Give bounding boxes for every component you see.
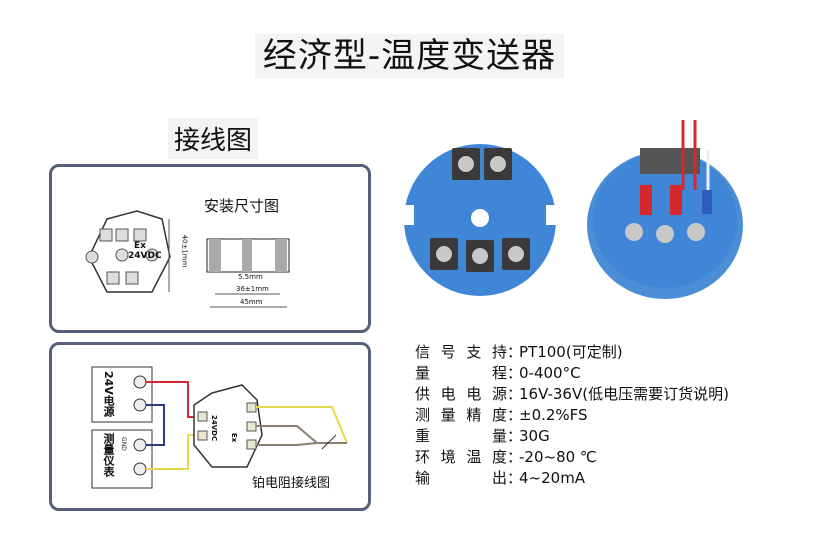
ex-label-2: Ex — [230, 433, 238, 443]
dimension-title: 安装尺寸图 — [204, 197, 280, 215]
spec-key: 环境温度 — [415, 448, 507, 466]
page-title: 经济型-温度变送器 — [0, 28, 819, 78]
spec-value: ±0.2%FS — [519, 406, 588, 424]
spec-accuracy: 测量精度：±0.2%FS — [415, 405, 729, 426]
colon: ： — [507, 385, 523, 403]
spec-value: 4~20mA — [519, 469, 586, 487]
spec-list: 信号支持：PT100(可定制) 量 程：0-400°C 供电电源：16V-36V… — [415, 342, 729, 489]
spec-weight: 重 量：30G — [415, 426, 729, 447]
wiring-panel: 24V电源 测量仪表 GND 24VDC Ex 铂电阻接线图 — [49, 342, 371, 511]
module-label-2: 24VDC — [210, 415, 218, 442]
spec-value: 30G — [519, 427, 550, 445]
title-text: 经济型-温度变送器 — [254, 34, 565, 78]
spec-value: 0-400°C — [519, 364, 581, 382]
spec-value: 16V-36V(低电压需要订货说明) — [519, 385, 729, 403]
dim-45: 45mm — [240, 298, 263, 306]
spec-range: 量 程：0-400°C — [415, 363, 729, 384]
spec-ambient-temp: 环境温度：-20~80 ℃ — [415, 447, 729, 468]
spec-output: 输 出：4~20mA — [415, 468, 729, 489]
meter-label: 测量仪表 — [102, 433, 115, 477]
colon: ： — [507, 364, 523, 382]
transmitter-photo-2 — [587, 120, 743, 299]
colon: ： — [507, 406, 523, 424]
spec-value: PT100(可定制) — [519, 343, 623, 361]
colon: ： — [507, 448, 523, 466]
colon: ： — [507, 343, 523, 361]
ex-label: Ex — [134, 241, 146, 251]
spec-key: 测量精度 — [415, 406, 507, 424]
spec-key: 信号支持 — [415, 343, 507, 361]
wiring-drawing — [91, 366, 348, 489]
dim-36: 36±1mm — [236, 285, 269, 293]
dimension-drawing — [85, 210, 290, 308]
spec-signal: 信号支持：PT100(可定制) — [415, 342, 729, 363]
colon: ： — [507, 469, 523, 487]
spec-key: 供电电源 — [415, 385, 507, 403]
gnd-label: GND — [120, 437, 127, 451]
transmitter-photo-1 — [402, 144, 558, 296]
spec-key: 输 出 — [415, 469, 507, 487]
colon: ： — [507, 427, 523, 445]
spec-key: 量 程 — [415, 364, 507, 382]
dimension-panel: 安装尺寸图 24VDC Ex 5.5mm 36±1mm 45mm 40±1mm — [49, 164, 371, 333]
spec-key: 重 量 — [415, 427, 507, 445]
dim-5-5: 5.5mm — [238, 273, 263, 281]
module-label: 24VDC — [128, 251, 162, 261]
spec-power: 供电电源：16V-36V(低电压需要订货说明) — [415, 384, 729, 405]
wiring-title: 接线图 — [168, 118, 259, 159]
wiring-caption: 铂电阻接线图 — [252, 476, 331, 491]
power-label: 24V电源 — [102, 371, 115, 417]
spec-value: -20~80 ℃ — [519, 448, 597, 466]
dim-40: 40±1mm — [180, 234, 189, 268]
product-photos — [402, 120, 743, 299]
